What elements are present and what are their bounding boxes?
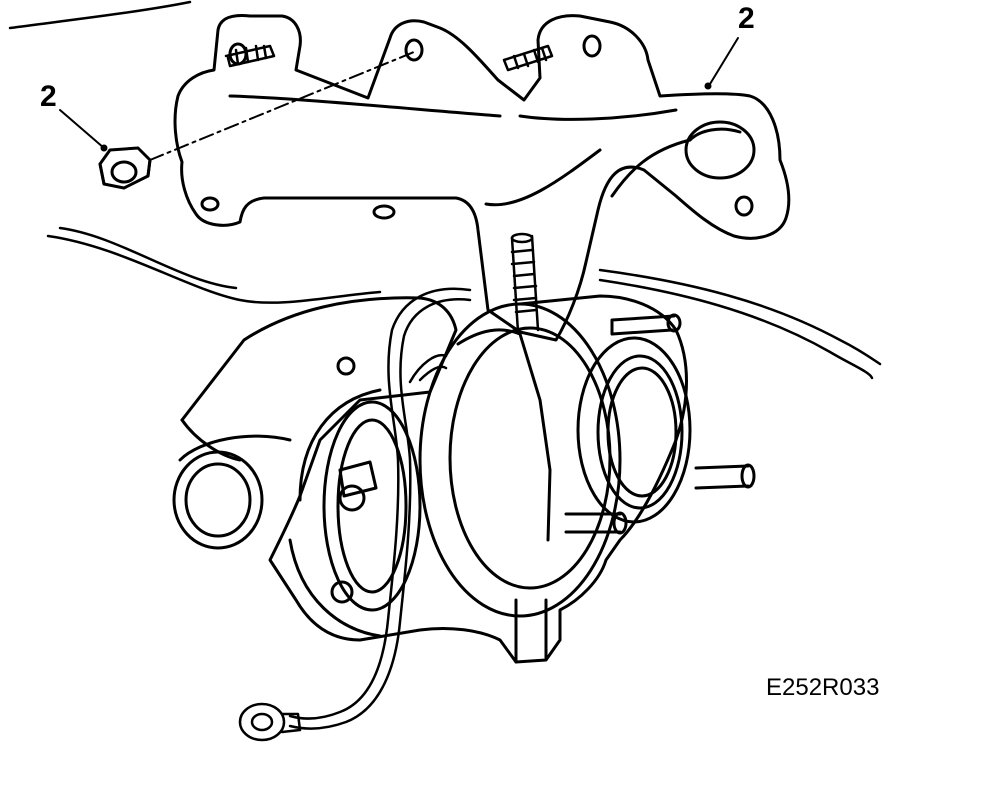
- turbocharger: [174, 296, 754, 662]
- engine-outline: [10, 2, 880, 378]
- oil-pipe: [240, 289, 470, 740]
- manifold-studs: [226, 46, 552, 70]
- nut: [100, 148, 150, 188]
- callout-leaders: [60, 38, 738, 151]
- exhaust-manifold: [175, 16, 789, 340]
- figure-code: E252R033: [766, 674, 880, 701]
- callout-label-manifold: 2: [738, 2, 755, 35]
- assembly-line: [150, 52, 414, 160]
- callout-label-nut: 2: [40, 80, 57, 113]
- turbo-stud: [512, 234, 538, 332]
